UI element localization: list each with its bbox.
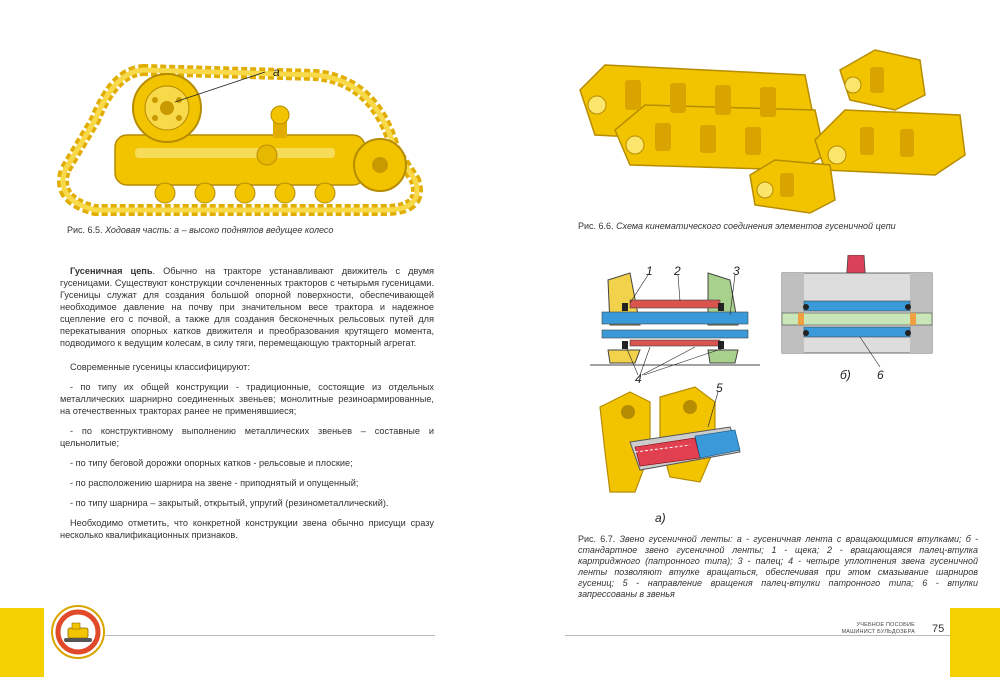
figure-6-7-label-5: 5 [716, 382, 723, 395]
page-number: 75 [932, 623, 945, 635]
paragraph-final: Необходимо отметить, что конкретной конс… [60, 518, 434, 540]
figure-6-5-caption: Рис. 6.5. Ходовая часть: а – высоко подн… [67, 225, 427, 236]
figure-6-7-caption: Рис. 6.7. Звено гусеничной ленты: а - гу… [578, 534, 978, 600]
right-footer-line [565, 635, 950, 636]
right-page: Рис. 6.6. Схема кинематического соединен… [500, 0, 1000, 677]
figure-6-7-label-4: 4 [635, 372, 642, 385]
figure-6-6-chain-links [579, 49, 966, 214]
figure-6-6-caption-text: Схема кинематического соединения элемент… [616, 221, 896, 231]
figure-6-7-label-b: б) [840, 368, 851, 382]
list-item: - по типу беговой дорожки опорных катков… [70, 458, 353, 468]
figure-6-7-label-a: а) [655, 511, 666, 525]
figure-6-5-caption-prefix: Рис. 6.5. [67, 225, 103, 235]
figure-6-7-diagram-a: 5 а) [599, 382, 741, 525]
left-footer-line [105, 635, 435, 636]
main-text-block: Гусеничная цепь. Обычно на тракторе уста… [60, 265, 434, 549]
paragraph-classify: Современные гусеницы классифицируют: [70, 362, 250, 372]
paragraph-intro: Гусеничная цепь. Обычно на тракторе уста… [60, 265, 434, 349]
history-of-progress-logo [51, 605, 105, 659]
footer-line-2: МАШИНИСТ БУЛЬДОЗЕРА [841, 629, 915, 635]
list-item: - по конструктивному выполнению металлич… [60, 426, 434, 448]
figure-6-7-diagram-1: 1 2 3 4 [590, 265, 760, 385]
list-item: - по типу их общей конструкции - традици… [60, 382, 434, 416]
right-corner-yellow-bar [950, 608, 1000, 677]
figure-6-7-label-6: 6 [877, 368, 884, 382]
left-corner-yellow-bar [0, 608, 44, 677]
figure-6-7-label-1: 1 [646, 265, 653, 278]
paragraph-intro-rest: . Обычно на тракторе устанавливают движи… [60, 266, 434, 348]
figure-6-7-label-3: 3 [733, 265, 740, 278]
footer-book-title: УЧЕБНОЕ ПОСОБИЕ МАШИНИСТ БУЛЬДОЗЕРА [820, 622, 915, 636]
left-page: a Рис. 6.5. Ходовая часть: а – высоко по… [0, 63, 435, 677]
list-item: - по расположению шарнира на звене - при… [70, 478, 359, 488]
paragraph-intro-bold: Гусеничная цепь [70, 266, 153, 276]
figure-6-7-caption-text: Звено гусеничной ленты: а - гусеничная л… [578, 534, 978, 599]
footer-line-1: УЧЕБНОЕ ПОСОБИЕ [856, 622, 915, 628]
figure-6-7-diagram-b: 6 б) [781, 255, 933, 382]
figure-6-7-caption-prefix: Рис. 6.7. [578, 534, 616, 544]
figure-6-5-callout-a: a [273, 65, 280, 79]
figure-6-5-undercarriage: a [57, 63, 423, 216]
list-item: - по типу шарнира – закрытый, открытый, … [70, 498, 389, 508]
figure-6-6-caption-prefix: Рис. 6.6. [578, 221, 614, 231]
figure-6-5-caption-text: Ходовая часть: а – высоко поднятов ведущ… [105, 225, 334, 235]
figure-6-6-caption: Рис. 6.6. Схема кинематического соединен… [578, 221, 978, 232]
figure-6-7-label-2: 2 [673, 265, 681, 278]
